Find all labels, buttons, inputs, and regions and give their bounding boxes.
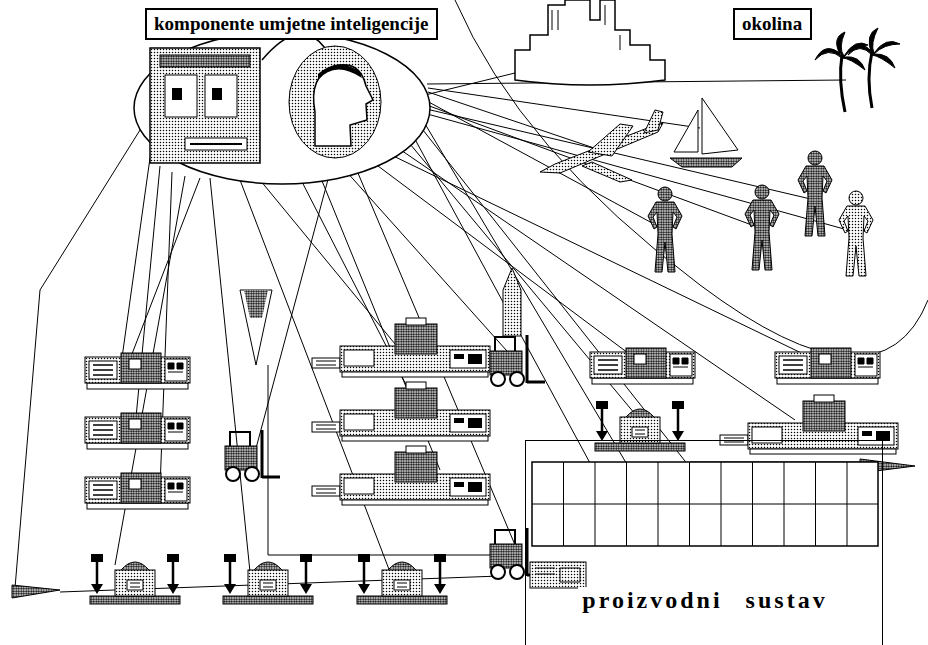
machine [775,348,880,384]
machine [85,353,190,389]
sailboat [670,98,742,167]
node-text: proizvodni sustav [578,587,831,614]
person [798,151,832,236]
machine [312,382,490,441]
machine [85,473,190,509]
machine [312,446,490,505]
machine [312,318,490,377]
press [90,554,180,604]
press [357,554,447,604]
press [595,401,685,451]
machine [85,413,190,449]
node-text: komponente umjetne inteligencije [154,13,429,35]
rocket-marker [503,268,521,336]
person [745,185,779,270]
flow-arrow [12,585,60,598]
system-panel: proizvodni sustav [525,440,883,645]
environment [515,0,900,276]
cone [240,290,272,365]
person [839,191,873,276]
palm-trees [815,28,900,112]
machines [12,268,915,604]
airplane [540,110,663,182]
node-text: okolina [742,13,803,35]
machine [590,348,695,384]
forklift [225,430,280,481]
storage-rack [532,462,878,546]
person [648,187,682,272]
ai-components [134,32,430,184]
link-lines [15,0,928,592]
press [223,554,313,604]
control-box [530,562,586,588]
label-box: okolina [733,8,812,40]
title-box: komponente umjetne inteligencije [145,8,438,40]
forklift [490,335,545,386]
machine [720,395,898,454]
cone-shade [244,290,268,318]
